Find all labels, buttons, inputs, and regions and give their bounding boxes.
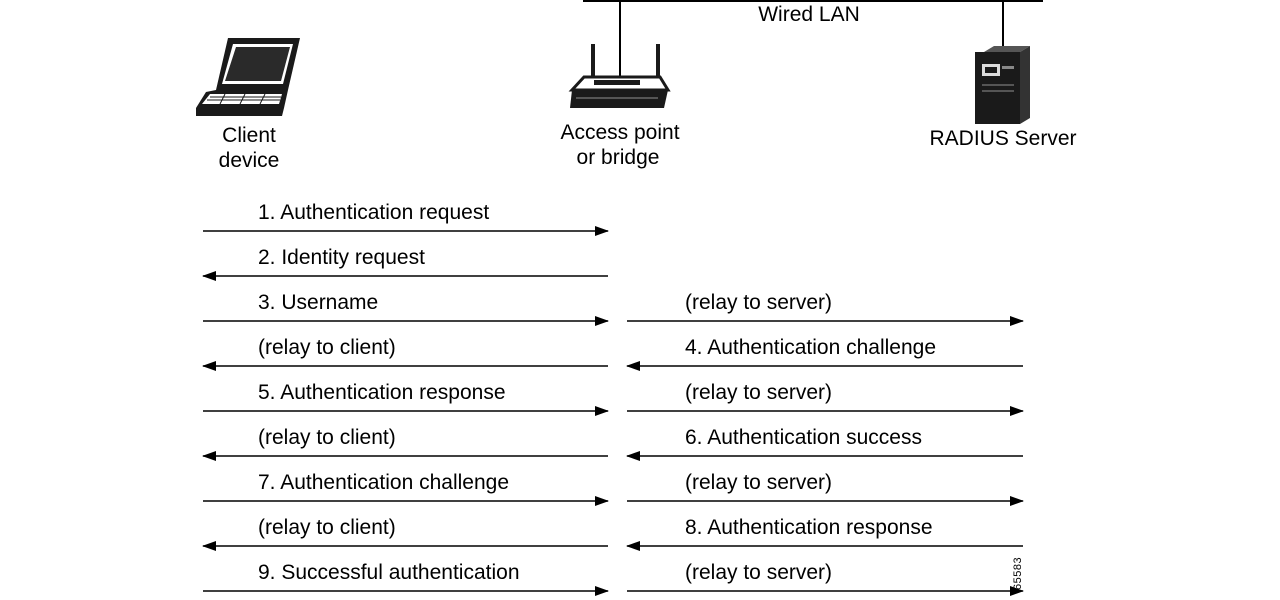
ap-server-message-label: (relay to server): [685, 381, 833, 404]
client-ap-message-label: 1. Authentication request: [258, 201, 490, 224]
radius-server-label: RADIUS Server: [929, 127, 1077, 150]
client-ap-message-label: (relay to client): [258, 516, 396, 539]
client-ap-message-label: 5. Authentication response: [258, 381, 506, 404]
client-ap-message-label: 7. Authentication challenge: [258, 471, 510, 494]
client-device-label-line2: device: [218, 149, 280, 172]
client-ap-message-label: 2. Identity request: [258, 246, 425, 269]
access-point-icon: [568, 44, 671, 108]
access-point-label-line2: or bridge: [576, 146, 660, 169]
client-ap-message-label: 9. Successful authentication: [258, 561, 520, 584]
server-icon: [975, 46, 1030, 124]
ap-server-message-label: (relay to server): [685, 561, 833, 584]
ap-server-message-label: 4. Authentication challenge: [685, 336, 937, 359]
wired-lan-label: Wired LAN: [758, 3, 860, 26]
ap-server-message-label: 8. Authentication response: [685, 516, 933, 539]
client-device-label-line1: Client: [222, 124, 276, 147]
client-ap-message-label: 3. Username: [258, 291, 379, 314]
ap-server-message-label: (relay to server): [685, 291, 833, 314]
wired-lan-bus: [583, 0, 1043, 78]
client-ap-message-label: (relay to client): [258, 426, 396, 449]
ap-server-message-label: (relay to server): [685, 471, 833, 494]
figure-id: 65583: [1012, 556, 1024, 590]
ap-server-message-label: 6. Authentication success: [685, 426, 922, 449]
message-arrows: [202, 226, 1024, 596]
laptop-icon: [196, 38, 300, 116]
access-point-label-line1: Access point: [560, 121, 680, 144]
client-ap-message-label: (relay to client): [258, 336, 396, 359]
